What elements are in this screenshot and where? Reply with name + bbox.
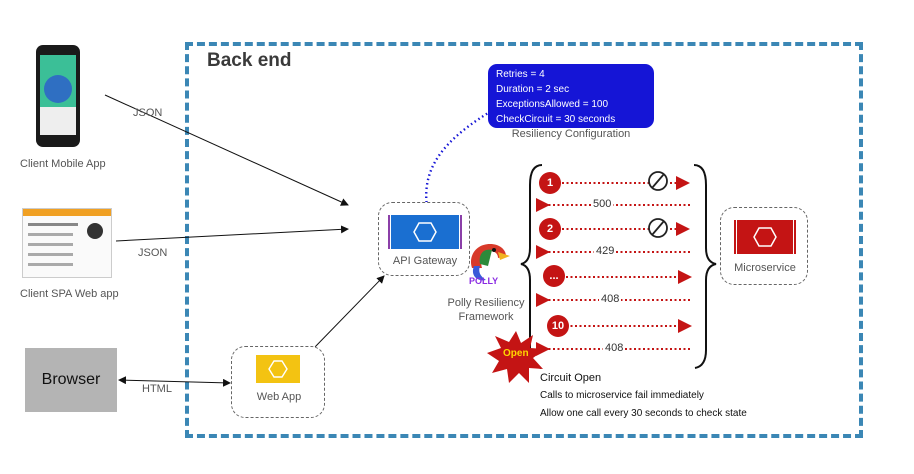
microservice-hex-icon xyxy=(734,220,796,254)
config-exceptions-allowed: ExceptionsAllowed = 100 xyxy=(496,99,609,110)
microservice-node: Microservice xyxy=(720,207,808,285)
circuit-open-title: Circuit Open xyxy=(540,372,602,384)
webapp-to-gateway-edge xyxy=(313,275,385,349)
config-link-edge xyxy=(425,104,501,208)
backend-title: Back end xyxy=(207,50,292,71)
api-gateway-hex-icon xyxy=(388,215,462,249)
html-label: HTML xyxy=(142,383,172,395)
web-app-node: Web App xyxy=(231,346,325,418)
browser-box: Browser xyxy=(25,348,117,412)
web-app-label: Web App xyxy=(256,391,302,403)
polly-parrot-logo xyxy=(470,244,510,281)
mobile-to-gateway-edge xyxy=(104,94,349,206)
backend-boundary xyxy=(185,42,863,438)
spa-to-gateway-edge xyxy=(115,225,349,242)
call-number-10: 10 xyxy=(547,315,569,337)
call-number-n: ... xyxy=(543,265,565,287)
right-bracket xyxy=(693,164,717,369)
response-code-n: 408 xyxy=(599,293,622,305)
json-label-spa: JSON xyxy=(138,247,168,259)
response-code-2: 429 xyxy=(594,245,617,257)
response-code-1: 500 xyxy=(591,198,614,210)
circuit-note-2: Allow one call every 30 seconds to check… xyxy=(540,408,747,419)
blocked-icon-2 xyxy=(648,218,668,238)
mobile-phone-image xyxy=(36,45,80,147)
web-app-hex-icon xyxy=(256,355,300,383)
config-caption: Resiliency Configuration xyxy=(511,128,631,140)
circuit-open-badge: Open xyxy=(503,348,529,359)
call-number-2: 2 xyxy=(539,218,561,240)
circuit-open-starburst xyxy=(487,331,545,383)
api-gateway-node: API Gateway xyxy=(378,202,470,276)
microservice-label: Microservice xyxy=(734,262,796,274)
api-gateway-label: API Gateway xyxy=(392,255,458,267)
spa-screenshot-image xyxy=(22,208,112,278)
polly-logo-text: POLLY xyxy=(469,276,499,286)
circuit-note-1: Calls to microservice fail immediately xyxy=(540,390,704,401)
response-code-10: 408 xyxy=(603,342,626,354)
polly-caption-line-1: Polly Resiliency xyxy=(447,297,525,309)
json-label-mobile: JSON xyxy=(133,107,163,119)
browser-webapp-edge xyxy=(118,376,231,387)
mobile-app-label: Client Mobile App xyxy=(20,158,106,170)
config-check-circuit: CheckCircuit = 30 seconds xyxy=(496,114,616,125)
spa-app-label: Client SPA Web app xyxy=(20,288,119,300)
polly-caption-line-2: Framework xyxy=(458,311,514,323)
config-duration: Duration = 2 sec xyxy=(496,84,570,95)
blocked-icon-1 xyxy=(648,171,668,191)
resiliency-config-box: Retries = 4 Duration = 2 sec ExceptionsA… xyxy=(488,64,654,128)
config-retries: Retries = 4 xyxy=(496,69,545,80)
call-number-1: 1 xyxy=(539,172,561,194)
